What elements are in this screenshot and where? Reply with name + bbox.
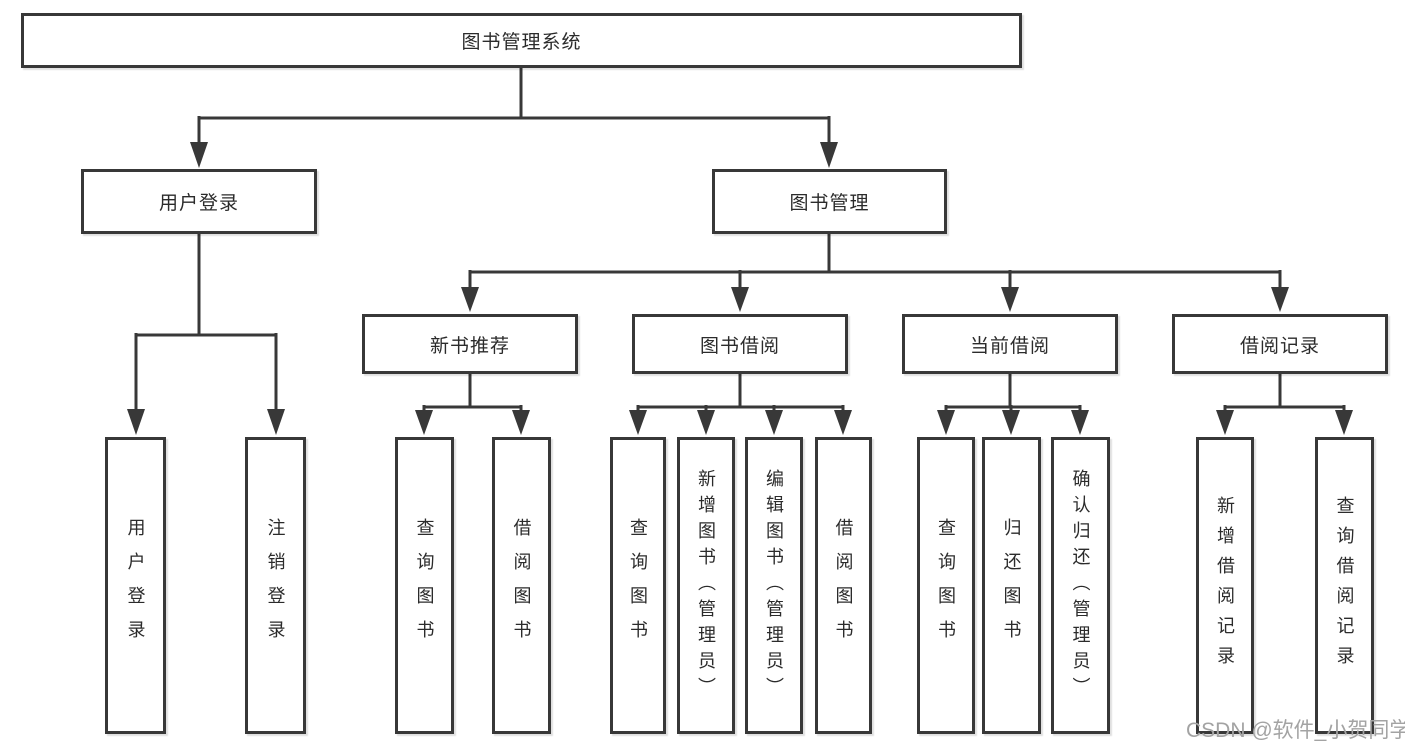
node-borrowing-records: 借阅记录 [1172, 314, 1388, 374]
leaf-add-books-admin: 新增图书（管理员） [677, 437, 735, 734]
leaf-query-borrow-record: 查询借阅记录 [1315, 437, 1374, 734]
node-current-borrowing-label: 当前借阅 [969, 335, 1050, 357]
node-root-label: 图书管理系统 [461, 32, 582, 53]
leaf-borrowing-query-books: 查询图书 [610, 437, 666, 734]
leaf-logout-label: 注销登录 [265, 517, 286, 654]
leaf-borrowing-borrow-books-label: 借阅图书 [833, 517, 854, 654]
node-book-borrowing: 图书借阅 [632, 314, 848, 374]
node-root: 图书管理系统 [21, 13, 1022, 68]
leaf-recommend-query-books-label: 查询图书 [414, 517, 435, 654]
leaf-confirm-return-admin: 确认归还（管理员） [1051, 437, 1110, 734]
leaf-current-query-books-label: 查询图书 [936, 517, 956, 654]
node-borrowing-records-label: 借阅记录 [1239, 335, 1320, 357]
leaf-add-borrow-record: 新增借阅记录 [1196, 437, 1254, 734]
node-user-login: 用户登录 [81, 169, 317, 234]
leaf-current-query-books: 查询图书 [917, 437, 975, 734]
leaf-logout: 注销登录 [245, 437, 306, 734]
leaf-add-borrow-record-label: 新增借阅记录 [1215, 495, 1235, 676]
leaf-add-books-admin-label: 新增图书（管理员） [696, 468, 716, 703]
leaf-borrowing-query-books-label: 查询图书 [628, 517, 648, 654]
node-book-management: 图书管理 [712, 169, 947, 234]
leaf-recommend-query-books: 查询图书 [395, 437, 454, 734]
leaf-return-books-label: 归还图书 [1001, 517, 1022, 654]
leaf-recommend-borrow-books: 借阅图书 [492, 437, 551, 734]
node-book-borrowing-label: 图书借阅 [699, 335, 780, 357]
watermark-text: CSDN @软件_小贺同学 [1186, 719, 1405, 742]
leaf-edit-books-admin: 编辑图书（管理员） [745, 437, 803, 734]
node-user-login-label: 用户登录 [158, 193, 239, 214]
leaf-return-books: 归还图书 [982, 437, 1041, 734]
node-book-management-label: 图书管理 [789, 193, 870, 214]
node-new-book-recommend: 新书推荐 [362, 314, 578, 374]
leaf-confirm-return-admin-label: 确认归还（管理员） [1070, 468, 1091, 703]
leaf-edit-books-admin-label: 编辑图书（管理员） [764, 468, 784, 703]
arrowheads [127, 142, 1353, 435]
node-current-borrowing: 当前借阅 [902, 314, 1118, 374]
leaf-borrowing-borrow-books: 借阅图书 [815, 437, 872, 734]
leaf-user-login-label: 用户登录 [125, 517, 146, 654]
leaf-recommend-borrow-books-label: 借阅图书 [511, 517, 532, 654]
leaf-user-login: 用户登录 [105, 437, 166, 734]
leaf-query-borrow-record-label: 查询借阅记录 [1334, 495, 1355, 676]
node-new-book-recommend-label: 新书推荐 [429, 335, 510, 357]
